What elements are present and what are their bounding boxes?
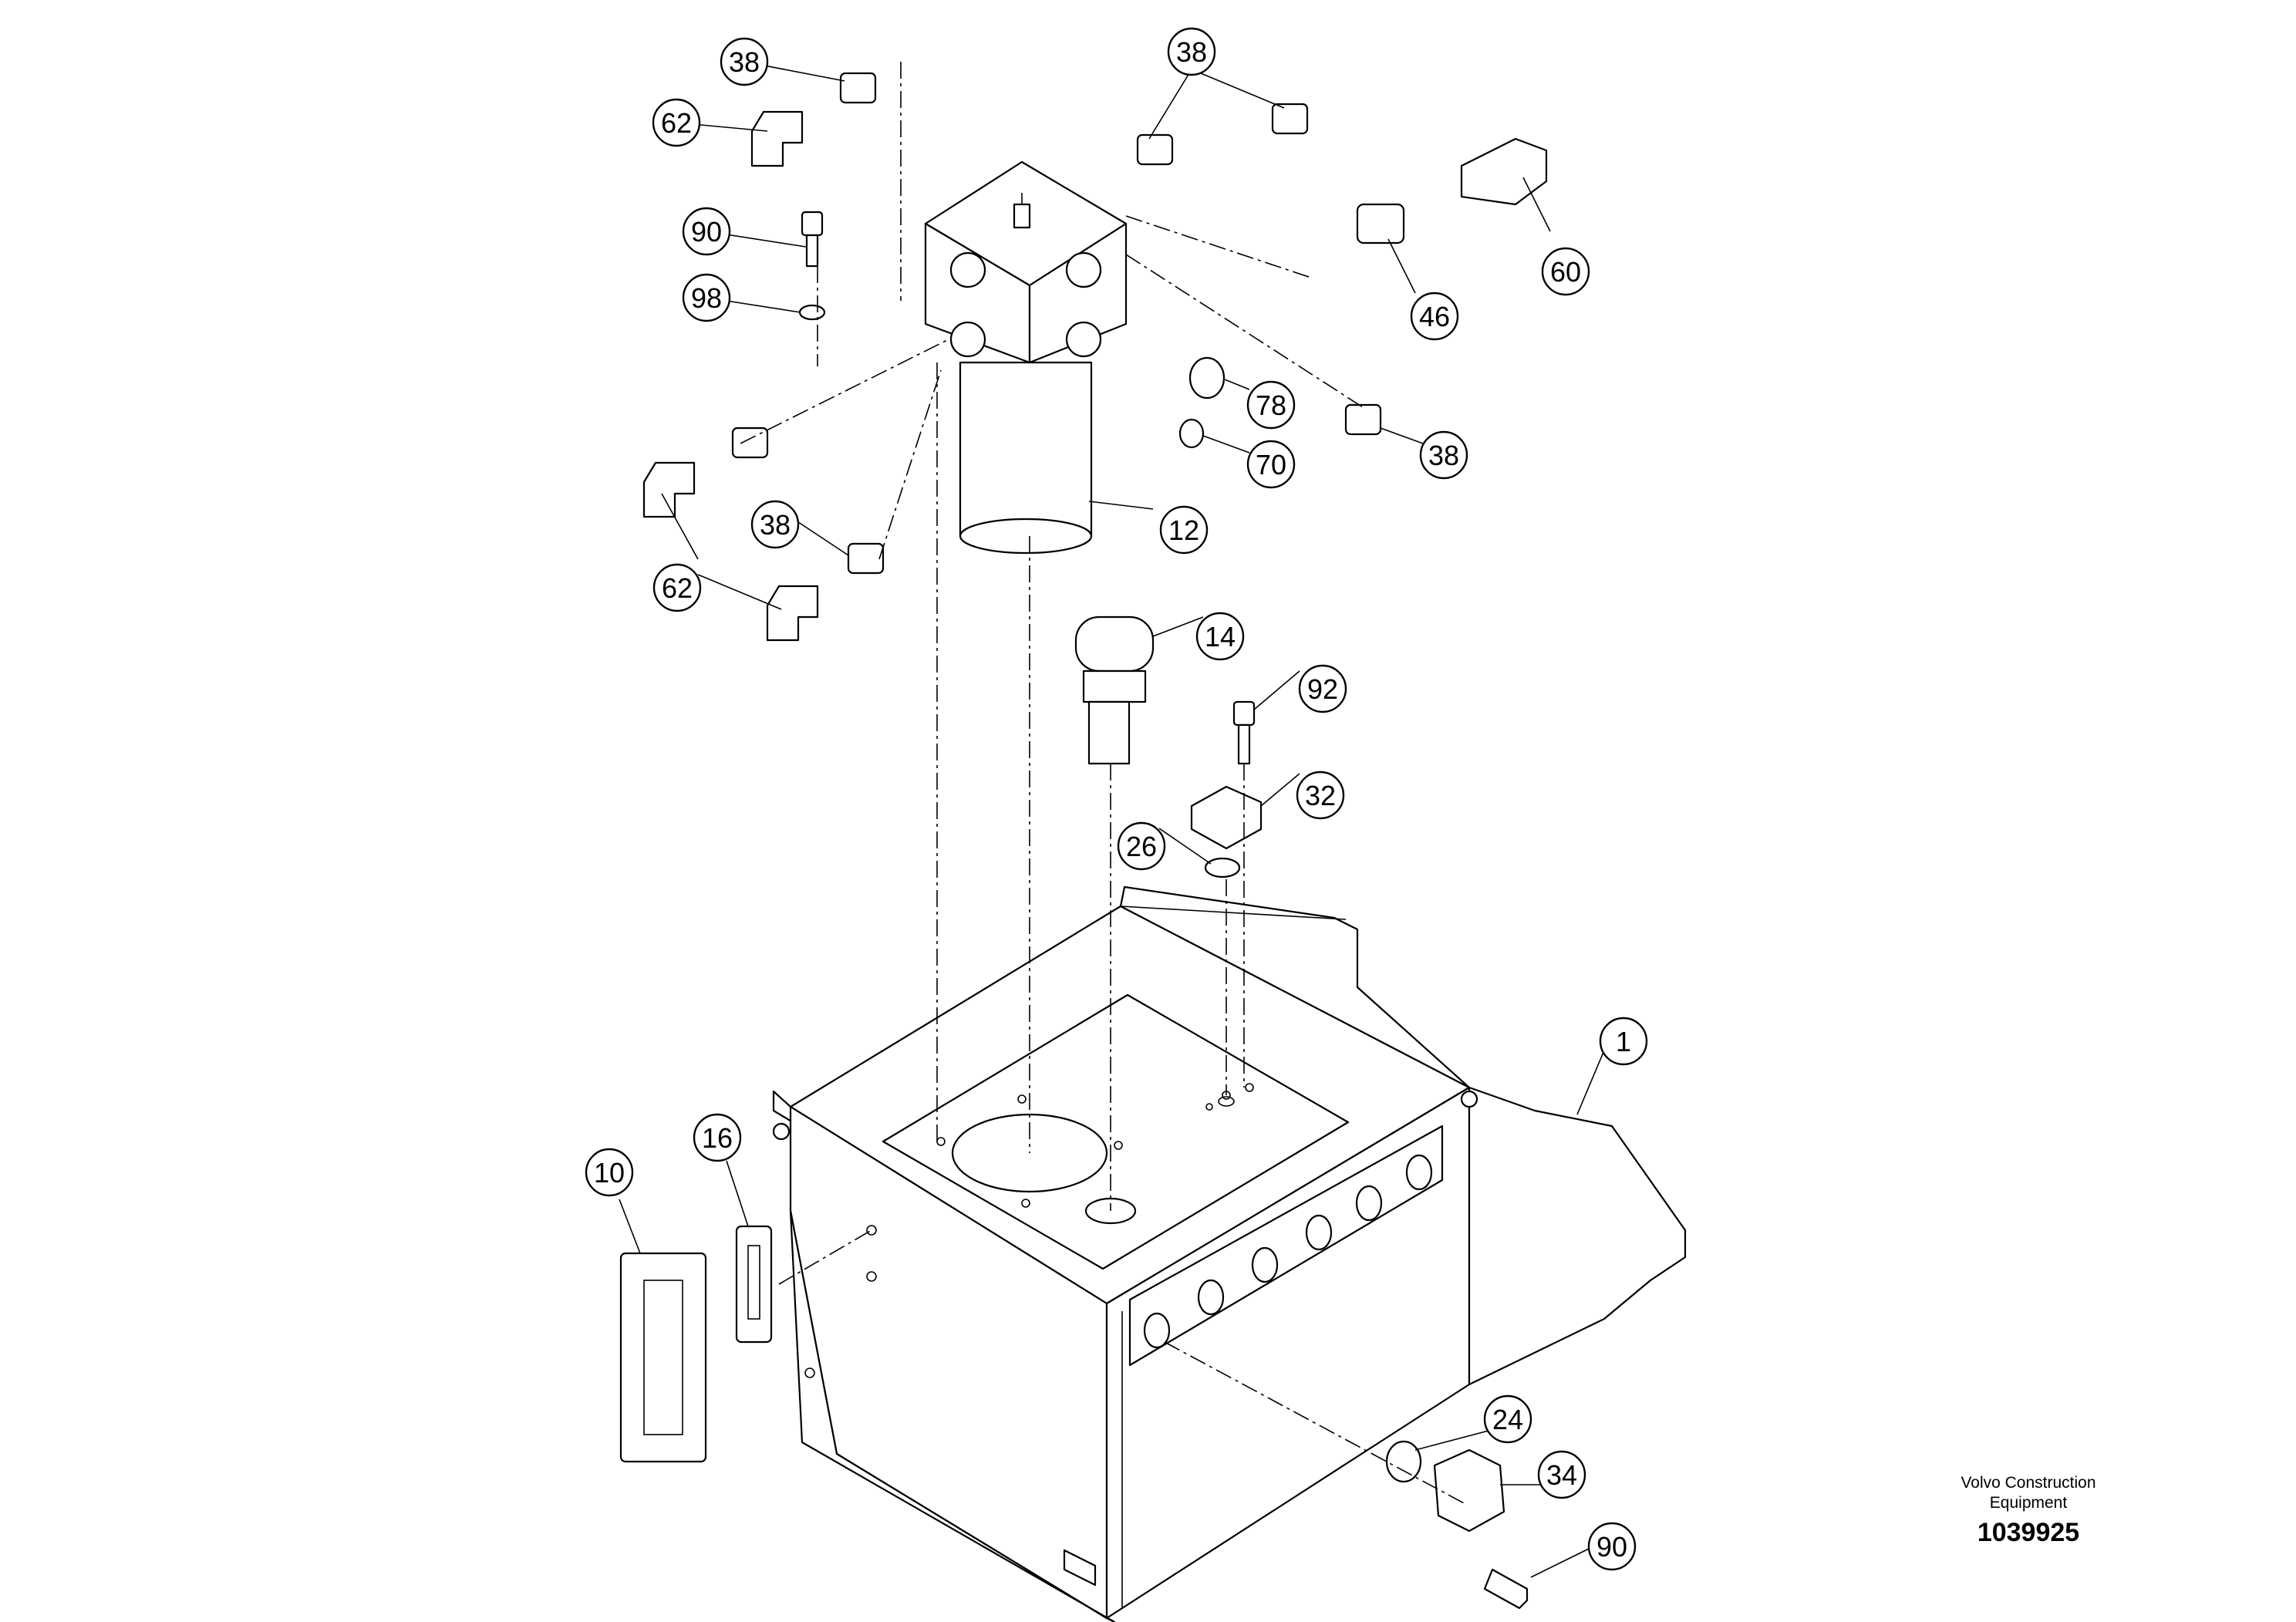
callout-label: 38	[760, 509, 791, 541]
callout-60: 60	[1541, 247, 1590, 296]
callout-16: 16	[693, 1113, 742, 1162]
callout-90: 90	[1587, 1522, 1637, 1571]
callout-label: 90	[691, 216, 722, 248]
callout-62: 62	[652, 563, 702, 612]
callout-label: 34	[1546, 1459, 1577, 1491]
callout-label: 70	[1256, 449, 1286, 481]
callout-label: 26	[1126, 831, 1157, 862]
callout-92: 92	[1298, 664, 1347, 713]
callout-label: 32	[1305, 780, 1336, 811]
callout-12: 12	[1159, 505, 1209, 555]
callout-label: 62	[662, 572, 693, 604]
callout-label: 38	[1428, 440, 1459, 471]
callout-label: 16	[702, 1122, 733, 1154]
callout-label: 14	[1205, 621, 1236, 653]
drawing-reference-number: 1039925	[1977, 1518, 2080, 1547]
callout-label: 98	[691, 282, 722, 314]
manufacturer-label: Volvo Construction Equipment	[1890, 1473, 2167, 1513]
callout-14: 14	[1195, 612, 1245, 661]
callout-38: 38	[720, 37, 769, 86]
callout-label: 24	[1492, 1404, 1523, 1435]
callout-38: 38	[1167, 27, 1216, 76]
callout-1: 1	[1599, 1017, 1648, 1066]
callout-62: 62	[652, 98, 701, 147]
callout-label: 12	[1168, 514, 1199, 546]
fittings-and-hardware	[619, 72, 1548, 1610]
callout-98: 98	[682, 273, 731, 322]
filter-assembly	[924, 160, 1128, 555]
callout-label: 46	[1419, 301, 1450, 332]
manufacturer-name-line1: Volvo Construction	[1961, 1474, 2096, 1492]
callout-label: 38	[729, 46, 760, 78]
callout-label: 10	[594, 1157, 625, 1189]
callout-label: 78	[1256, 389, 1286, 421]
callout-46: 46	[1410, 292, 1459, 341]
assembly-lines	[740, 62, 1466, 1505]
callout-32: 32	[1296, 771, 1345, 820]
callout-90: 90	[682, 207, 731, 256]
callout-label: 1	[1616, 1026, 1631, 1057]
callout-label: 60	[1550, 256, 1581, 288]
callout-label: 38	[1176, 36, 1207, 68]
callout-label: 92	[1307, 673, 1338, 705]
callout-10: 10	[585, 1148, 634, 1197]
callout-26: 26	[1117, 821, 1166, 871]
callout-label: 90	[1596, 1531, 1627, 1563]
callout-38: 38	[750, 500, 800, 549]
callout-24: 24	[1483, 1394, 1532, 1444]
callout-70: 70	[1246, 440, 1296, 489]
callout-38: 38	[1419, 430, 1468, 480]
callout-34: 34	[1537, 1450, 1586, 1499]
manufacturer-name-line2: Equipment	[1989, 1494, 2068, 1512]
callout-78: 78	[1246, 380, 1296, 430]
callout-label: 62	[661, 107, 692, 139]
hydraulic-tank	[772, 885, 1687, 1622]
